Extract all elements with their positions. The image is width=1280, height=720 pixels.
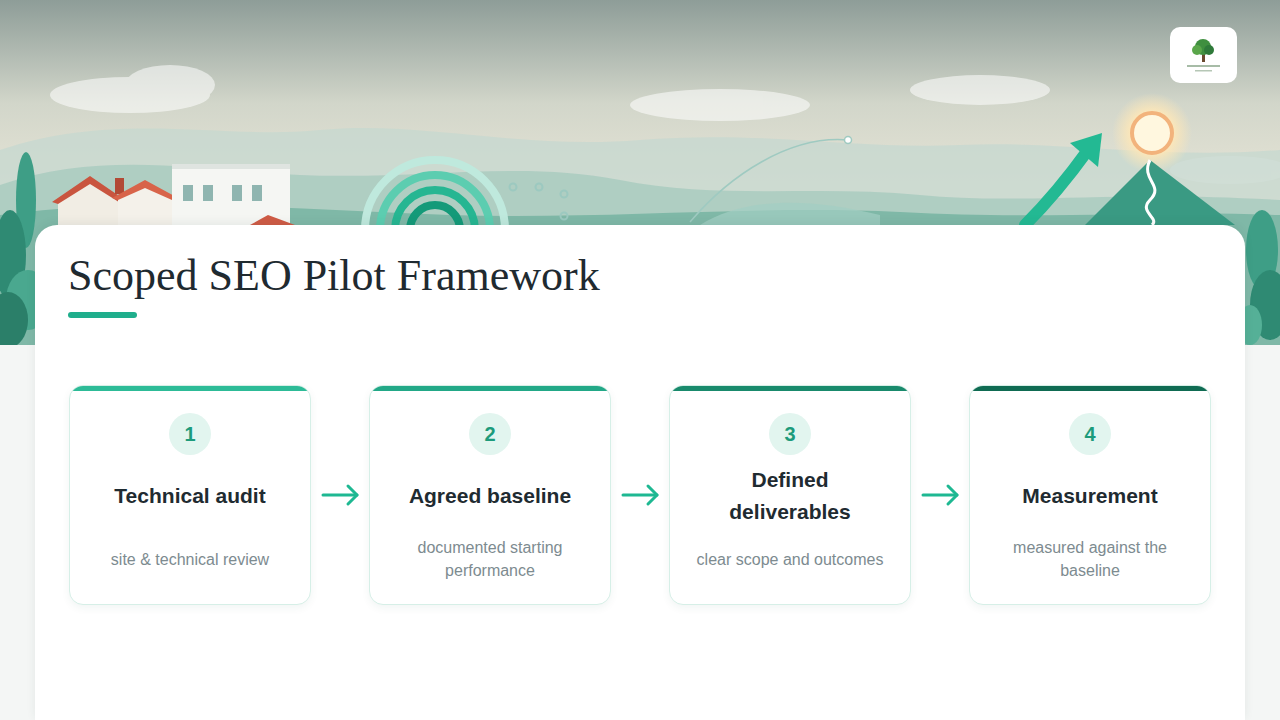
flow-arrow [923,486,957,504]
dotted-trail [510,184,568,220]
sun [1132,113,1172,153]
sun-glow [1112,93,1192,173]
flow-arrow [623,486,657,504]
buildings [52,164,295,225]
grid-hill [700,203,880,225]
arrow-shaft [623,494,657,497]
step-heading: Defined deliverables [690,464,890,528]
title-underline [68,312,137,318]
mountain-path [1146,160,1155,225]
step-description: site & technical review [86,536,294,582]
step-number: 1 [169,413,211,455]
arrow-shaft [923,494,957,497]
step-description: documented starting performance [386,536,594,582]
step-number: 2 [469,413,511,455]
growth-arrow-head [1070,133,1102,167]
card-top-bar [70,386,310,391]
step-number: 4 [1069,413,1111,455]
arrow-head [648,486,657,504]
step-card: 4Measurement measured against the baselin… [969,385,1211,605]
logo-badge [1170,27,1237,83]
step-description: measured against the baseline [986,536,1194,582]
mountain [1085,160,1235,225]
step-number: 3 [769,413,811,455]
step-description: clear scope and outcomes [686,536,894,582]
arrow-shaft [323,494,357,497]
step-card: 1Technical audit site & technical review [69,385,311,605]
diagram-title: Scoped SEO Pilot Framework [68,252,600,300]
arrow-head [948,486,957,504]
step-heading: Technical audit [90,464,290,528]
flight-dot [845,137,852,144]
signal-arcs [365,160,505,230]
card-top-bar [370,386,610,391]
card-top-bar [970,386,1210,391]
step-card: 3Defined deliverables clear scope and out… [669,385,911,605]
flow-arrow [323,486,357,504]
growth-arrow [1025,150,1088,225]
step-heading: Measurement [990,464,1190,528]
step-card: 2Agreed baseline documented starting perf… [369,385,611,605]
step-heading: Agreed baseline [390,464,590,528]
arrow-head [348,486,357,504]
card-top-bar [670,386,910,391]
